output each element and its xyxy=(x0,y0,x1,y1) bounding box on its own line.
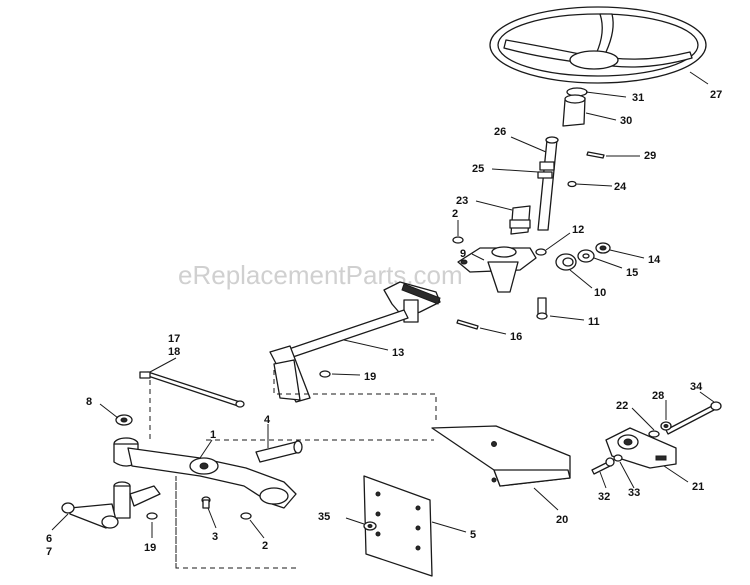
nut-28 xyxy=(660,421,672,431)
washer-8 xyxy=(115,414,133,426)
callout-11: 11 xyxy=(588,316,600,328)
bushing-10 xyxy=(555,253,577,271)
tie-rod xyxy=(139,371,245,408)
nut-12 xyxy=(535,248,547,256)
callout-26: 26 xyxy=(494,126,506,138)
callout-9: 9 xyxy=(460,248,466,260)
washer-22 xyxy=(648,430,660,438)
callout-19-upper: 19 xyxy=(364,371,376,383)
spacer-tube-4 xyxy=(255,440,303,463)
bolt-32 xyxy=(591,457,615,475)
roll-pin-29 xyxy=(586,151,605,159)
callout-1: 1 xyxy=(210,429,216,441)
callout-2-lower: 2 xyxy=(262,540,268,552)
callout-19-lower: 19 xyxy=(144,542,156,554)
callout-labels: 27 31 30 26 29 25 24 23 2 9 12 14 15 10 … xyxy=(46,89,722,558)
washer-14 xyxy=(595,242,611,254)
callout-15: 15 xyxy=(626,267,638,279)
callout-31: 31 xyxy=(632,92,644,104)
callout-29: 29 xyxy=(644,150,656,162)
callout-20: 20 xyxy=(556,514,568,526)
callout-18: 18 xyxy=(168,346,180,358)
bushing-30 xyxy=(562,94,586,127)
callout-13: 13 xyxy=(392,347,404,359)
front-axle-1 xyxy=(113,437,297,509)
support-bracket-20 xyxy=(431,425,571,487)
callout-30: 30 xyxy=(620,115,632,127)
callout-35: 35 xyxy=(318,511,330,523)
callout-7: 7 xyxy=(46,546,52,558)
callout-16: 16 xyxy=(510,331,522,343)
sector-gear xyxy=(383,281,441,323)
callout-23: 23 xyxy=(456,195,468,207)
dashed-guide-lines xyxy=(149,370,437,569)
washer-19-upper xyxy=(319,370,331,378)
steering-shaft xyxy=(509,136,559,235)
nut-2-upper xyxy=(452,236,464,244)
watermark: eReplacementParts.com xyxy=(178,260,463,290)
callout-22: 22 xyxy=(616,400,628,412)
callout-6: 6 xyxy=(46,533,52,545)
callout-25: 25 xyxy=(472,163,484,175)
callout-5: 5 xyxy=(470,529,476,541)
washer-19-lower xyxy=(146,512,158,520)
leader-lines xyxy=(51,71,715,539)
callout-3: 3 xyxy=(212,531,218,543)
clip-24 xyxy=(567,180,577,188)
callout-8: 8 xyxy=(86,396,92,408)
callout-4: 4 xyxy=(264,414,271,426)
callout-14: 14 xyxy=(648,254,661,266)
steering-support-bracket xyxy=(457,246,537,293)
bolt-11 xyxy=(536,297,548,320)
callout-2-upper: 2 xyxy=(452,208,458,220)
washer-15 xyxy=(577,249,595,263)
nut-2-lower xyxy=(240,512,252,520)
callout-27: 27 xyxy=(710,89,722,101)
callout-28: 28 xyxy=(652,390,664,402)
callout-34: 34 xyxy=(690,381,703,393)
callout-10: 10 xyxy=(594,287,606,299)
nut-35 xyxy=(363,521,377,531)
drag-link-13 xyxy=(269,309,409,403)
callout-12: 12 xyxy=(572,224,584,236)
callout-24: 24 xyxy=(614,181,627,193)
bolt-3 xyxy=(201,496,211,509)
callout-21: 21 xyxy=(692,481,704,493)
bolt-34 xyxy=(665,401,722,435)
washer-33 xyxy=(613,454,623,462)
steering-wheel xyxy=(489,6,707,84)
callout-17: 17 xyxy=(168,333,180,345)
callout-33: 33 xyxy=(628,487,640,499)
callout-32: 32 xyxy=(598,491,610,503)
spindle-6-7 xyxy=(61,481,161,529)
axle-support-21 xyxy=(605,427,677,469)
pin-16 xyxy=(456,319,479,330)
